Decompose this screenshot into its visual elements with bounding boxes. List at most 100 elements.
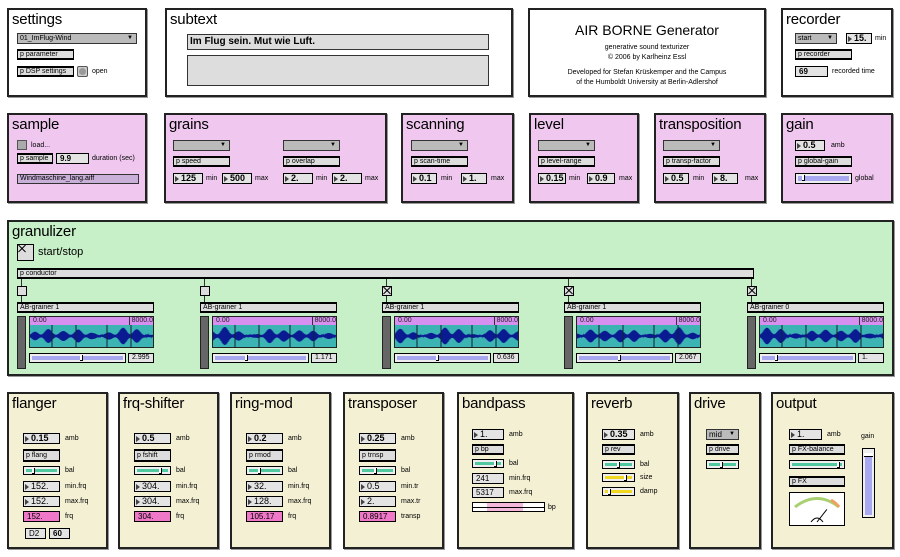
- reverb-amb[interactable]: 0.35: [602, 429, 635, 440]
- level-max[interactable]: 0.9: [587, 173, 615, 184]
- reverb-damp-slider[interactable]: [602, 487, 635, 496]
- bp-object[interactable]: p bp: [472, 444, 504, 455]
- overlap-object[interactable]: p overlap: [283, 156, 340, 167]
- global-gain-slider[interactable]: [795, 173, 852, 184]
- grainer-toggle[interactable]: [564, 286, 574, 296]
- grainer-slider[interactable]: [29, 353, 126, 363]
- conductor-object[interactable]: p conductor: [17, 268, 754, 279]
- fx-object[interactable]: p FX: [789, 476, 845, 487]
- open-button[interactable]: [77, 66, 88, 77]
- grainer-slider[interactable]: [759, 353, 856, 363]
- ringmod-amb[interactable]: 0.2: [246, 433, 283, 444]
- slider-knob[interactable]: [836, 462, 840, 468]
- bandpass-max-frq[interactable]: 5317: [472, 487, 504, 498]
- frqshifter-max[interactable]: 304.: [134, 496, 171, 507]
- scan-min[interactable]: 0.1: [411, 173, 437, 184]
- speed-max[interactable]: 500: [222, 173, 252, 184]
- grainer-slider[interactable]: [576, 353, 673, 363]
- slider-knob[interactable]: [244, 355, 248, 361]
- overlap-min[interactable]: 2.: [283, 173, 313, 184]
- slider-knob[interactable]: [31, 468, 35, 474]
- gain-knob[interactable]: [864, 453, 873, 458]
- grainer-toggle[interactable]: [200, 286, 210, 296]
- slider-knob[interactable]: [617, 355, 621, 361]
- transposer-min[interactable]: 0.5: [359, 481, 396, 492]
- transposer-amb[interactable]: 0.25: [359, 433, 396, 444]
- transp-factor-object[interactable]: p transp-factor: [663, 156, 720, 167]
- dsp-settings-object[interactable]: p DSP settings: [17, 66, 74, 77]
- speed-object[interactable]: p speed: [173, 156, 230, 167]
- grainer-slider[interactable]: [394, 353, 491, 363]
- bandpass-amb[interactable]: 1.: [472, 429, 504, 440]
- parameter-object[interactable]: p parameter: [17, 49, 74, 60]
- bandpass-min-frq[interactable]: 241: [472, 473, 504, 484]
- ringmod-min[interactable]: 32.: [246, 481, 283, 492]
- recorder-object[interactable]: p recorder: [795, 49, 852, 60]
- drive-mode-menu[interactable]: mid: [706, 429, 739, 440]
- scanning-menu[interactable]: [411, 140, 468, 151]
- level-range-object[interactable]: p level-range: [538, 156, 595, 167]
- level-min[interactable]: 0.15: [538, 173, 566, 184]
- grainer-object[interactable]: AB-grainer 1: [382, 302, 519, 313]
- ringmod-max[interactable]: 128.: [246, 496, 283, 507]
- frqshifter-amb[interactable]: 0.5: [134, 433, 171, 444]
- slider-knob[interactable]: [79, 355, 83, 361]
- slider-knob[interactable]: [802, 175, 805, 181]
- grainer-toggle[interactable]: [747, 286, 757, 296]
- speed-menu[interactable]: [173, 140, 230, 151]
- frqshifter-object[interactable]: p fshift: [134, 449, 171, 462]
- grainer-toggle[interactable]: [17, 286, 27, 296]
- slider-knob[interactable]: [435, 355, 439, 361]
- grainer-object[interactable]: AB-grainer 1: [200, 302, 337, 313]
- ringmod-object[interactable]: p rmod: [246, 449, 283, 462]
- sample-filename[interactable]: Windmaschine_lang.aiff: [17, 174, 139, 184]
- grainer-object[interactable]: AB-grainer 1: [17, 302, 154, 313]
- frqshifter-balance-slider[interactable]: [134, 466, 171, 475]
- speed-min[interactable]: 125: [173, 173, 203, 184]
- overlap-menu[interactable]: [283, 140, 340, 151]
- transp-max[interactable]: 8.: [712, 173, 738, 184]
- transposer-max[interactable]: 2.: [359, 496, 396, 507]
- transposer-balance-slider[interactable]: [359, 466, 396, 475]
- sample-object[interactable]: p sample: [17, 153, 53, 164]
- minutes-number[interactable]: 15.: [846, 33, 872, 44]
- transp-min[interactable]: 0.5: [663, 173, 689, 184]
- global-gain-object[interactable]: p global-gain: [795, 156, 852, 167]
- transposition-menu[interactable]: [663, 140, 720, 151]
- output-amb[interactable]: 1.: [789, 429, 822, 440]
- grainer-slider[interactable]: [212, 353, 309, 363]
- load-button[interactable]: [17, 140, 27, 150]
- start-stop-toggle[interactable]: [17, 244, 34, 261]
- drive-object[interactable]: p drive: [706, 444, 739, 455]
- slider-knob[interactable]: [617, 462, 621, 468]
- recorder-menu[interactable]: start: [795, 33, 837, 44]
- flanger-max[interactable]: 152.: [23, 496, 60, 507]
- grainer-toggle[interactable]: [382, 286, 392, 296]
- slider-knob[interactable]: [775, 355, 779, 361]
- slider-knob[interactable]: [373, 468, 377, 474]
- scan-time-object[interactable]: p scan-time: [411, 156, 468, 167]
- overlap-max[interactable]: 2.: [332, 173, 362, 184]
- rev-object[interactable]: p rev: [602, 444, 635, 455]
- level-menu[interactable]: [538, 140, 595, 151]
- fx-balance-object[interactable]: p FX-balance: [789, 444, 845, 455]
- ringmod-balance-slider[interactable]: [246, 466, 283, 475]
- slider-knob[interactable]: [494, 461, 498, 467]
- output-gain-slider[interactable]: [862, 448, 875, 518]
- frqshifter-min[interactable]: 304.: [134, 481, 171, 492]
- gain-amb[interactable]: 0.5: [795, 140, 825, 151]
- bandpass-balance-slider[interactable]: [472, 459, 504, 468]
- slider-knob[interactable]: [159, 468, 162, 474]
- transposer-object[interactable]: p trnsp: [359, 449, 396, 462]
- reverb-size-slider[interactable]: [602, 473, 635, 482]
- bandpass-range-slider[interactable]: [472, 502, 545, 512]
- fx-balance-slider[interactable]: [789, 460, 845, 469]
- flanger-balance-slider[interactable]: [23, 466, 60, 475]
- scan-max[interactable]: 1.: [461, 173, 487, 184]
- slider-knob[interactable]: [608, 489, 612, 495]
- slider-knob[interactable]: [623, 475, 627, 481]
- drive-balance-slider[interactable]: [706, 460, 739, 469]
